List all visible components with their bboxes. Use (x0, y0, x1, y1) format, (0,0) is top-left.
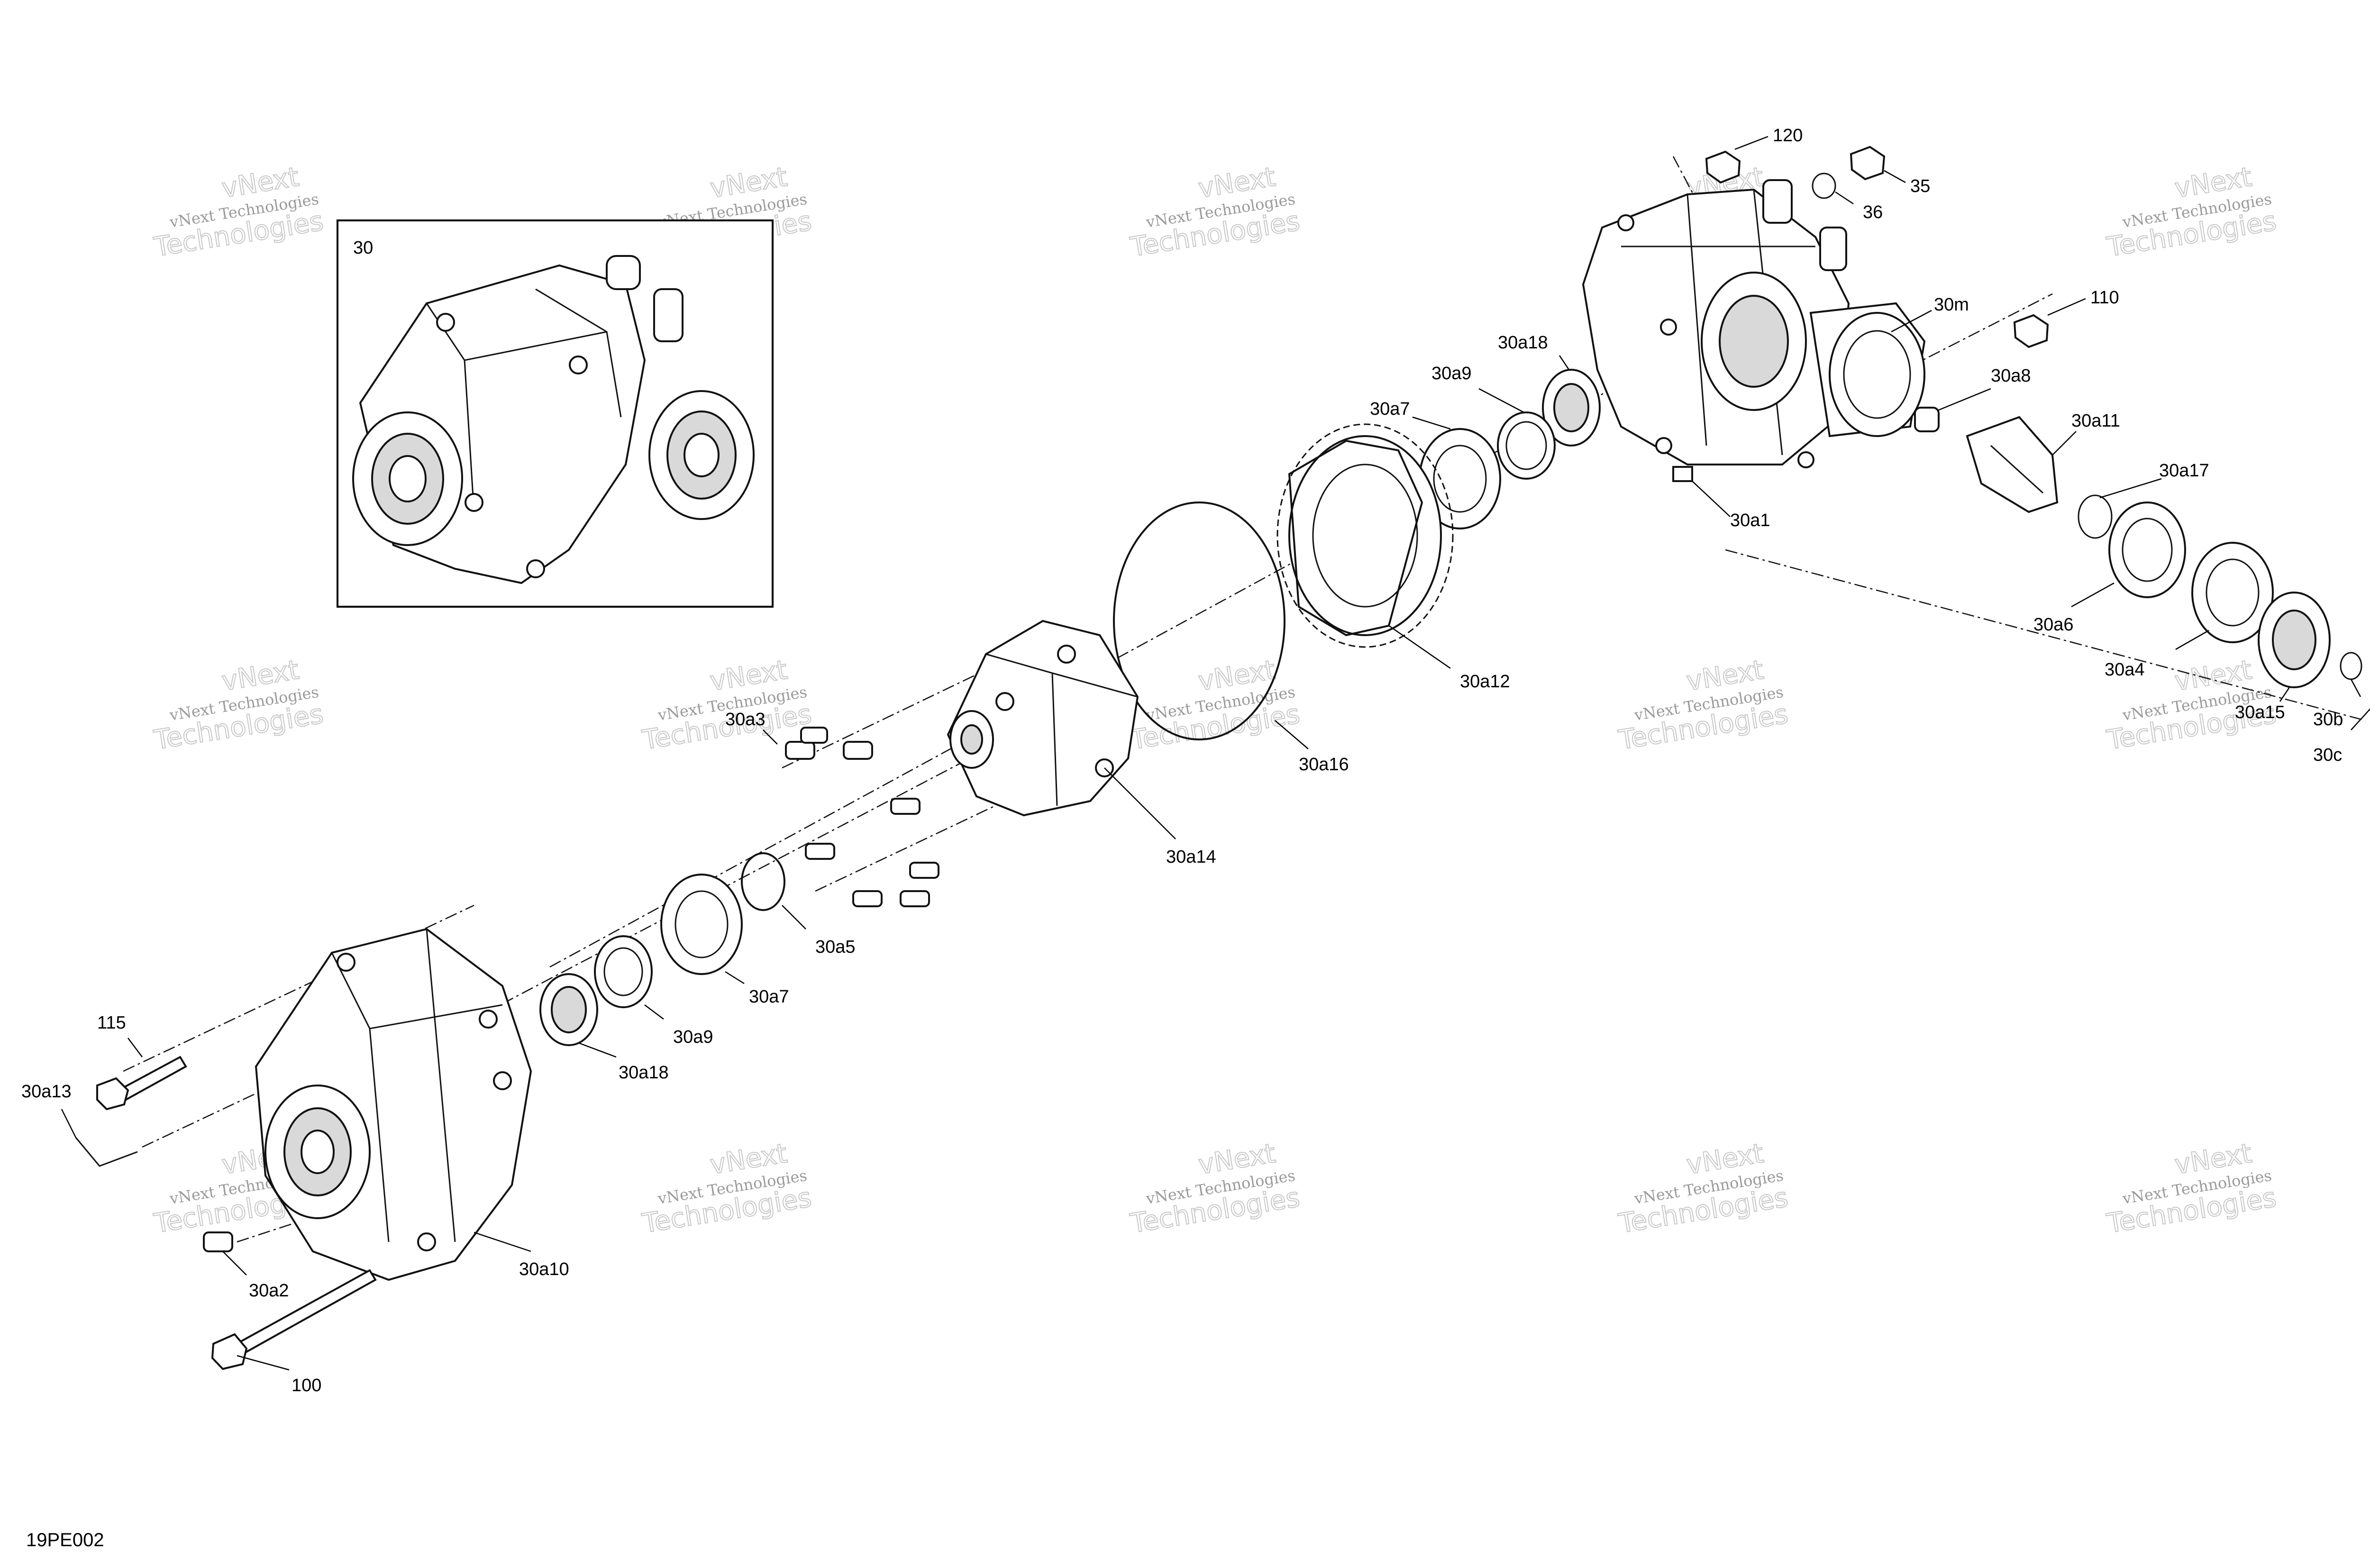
callout-30a17: 30a17 (2159, 461, 2209, 481)
callout-30a18-top: 30a18 (1498, 333, 1548, 353)
right-housing-drawing (1582, 179, 1926, 468)
callout-30a3: 30a3 (725, 710, 766, 729)
ring-gear-30a12 (1276, 423, 1454, 648)
differential-carrier-30a14 (947, 620, 1139, 817)
callout-30m: 30m (1934, 295, 1969, 315)
callout-30a16: 30a16 (1299, 755, 1349, 775)
stud-30a1 (1672, 466, 1693, 482)
lower-left-fasteners (75, 1056, 377, 1370)
callout-30a4: 30a4 (2105, 660, 2145, 680)
callout-30a12: 30a12 (1460, 672, 1510, 692)
inset-label: 30 (353, 238, 373, 258)
circlip-30a5 (741, 852, 785, 911)
bolt-30a2 (203, 1231, 233, 1252)
left-housing-drawing (255, 928, 532, 1281)
callout-100: 100 (292, 1376, 321, 1395)
callout-30a7-bottom: 30a7 (749, 987, 789, 1007)
callout-30a18-bottom: 30a18 (619, 1063, 669, 1083)
washer-30b (2340, 652, 2362, 680)
callout-30a11: 30a11 (2071, 411, 2120, 431)
callout-36: 36 (1863, 202, 1883, 222)
callout-30a14: 30a14 (1166, 847, 1216, 867)
o-ring-30a16 (1113, 501, 1285, 740)
bushing-30a8 (1914, 407, 1940, 432)
plug-35 (1850, 146, 1886, 181)
top-bearing-stack (1419, 369, 1601, 529)
bolt-115 (117, 1056, 187, 1102)
nut-110 (2013, 314, 2049, 348)
callout-30a13: 30a13 (21, 1082, 72, 1102)
callout-30b: 30b (2313, 710, 2343, 729)
bearing-30a6 (2108, 501, 2186, 598)
callout-30a1: 30a1 (1730, 511, 1770, 530)
callout-30a5: 30a5 (815, 937, 856, 957)
callout-110: 110 (2090, 288, 2119, 308)
screws-30a3 (785, 727, 939, 907)
callout-30a10: 30a10 (519, 1259, 569, 1279)
bearing-30a9-bottom (594, 935, 653, 1008)
nut-120 (1705, 150, 1741, 184)
callout-30a2: 30a2 (249, 1281, 289, 1301)
pinion-assembly (1914, 407, 2362, 688)
callout-115: 115 (97, 1013, 126, 1033)
callout-30c: 30c (2313, 745, 2342, 765)
assembled-housing-drawing (352, 255, 755, 584)
drawing-code: 19PE002 (26, 1530, 104, 1550)
ring-30a17 (2078, 494, 2113, 539)
callout-35: 35 (1910, 176, 1930, 196)
callout-30a9-bottom: 30a9 (673, 1027, 713, 1047)
callout-30a15: 30a15 (2235, 702, 2285, 722)
callout-30a6: 30a6 (2033, 615, 2074, 635)
leader-lines (61, 136, 2370, 1371)
tube-30a13 (75, 1137, 138, 1167)
collar-30a4 (2191, 542, 2274, 643)
callout-30a9-top: 30a9 (1431, 364, 1472, 383)
callout-30a7-top: 30a7 (1370, 399, 1410, 419)
inset-assembly-box: 30 (337, 219, 774, 608)
callout-30a8: 30a8 (1991, 366, 2031, 386)
callout-labels: 120 35 36 110 30m 30a18 30a9 30a7 30a8 3… (21, 126, 2343, 1395)
top-hardware (1672, 146, 2049, 482)
bearing-30a7-bottom (660, 874, 743, 975)
washer-36 (1812, 173, 1836, 199)
callout-120: 120 (1773, 126, 1803, 146)
lower-bearing-stack (539, 852, 785, 1046)
